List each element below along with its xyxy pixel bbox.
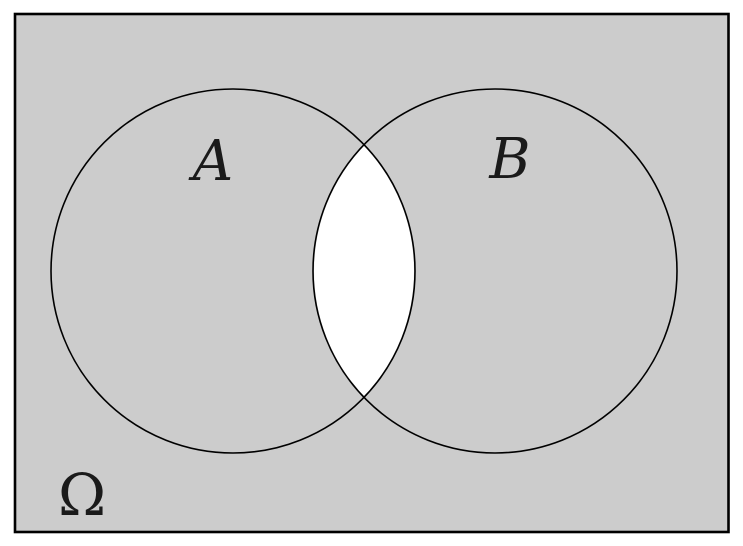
intersection-region	[313, 145, 415, 397]
label-set-b: B	[488, 127, 530, 192]
circle-b	[312, 88, 678, 454]
label-universe-omega: Ω	[58, 461, 106, 529]
label-set-a: A	[188, 129, 233, 194]
circle-a	[50, 88, 416, 454]
